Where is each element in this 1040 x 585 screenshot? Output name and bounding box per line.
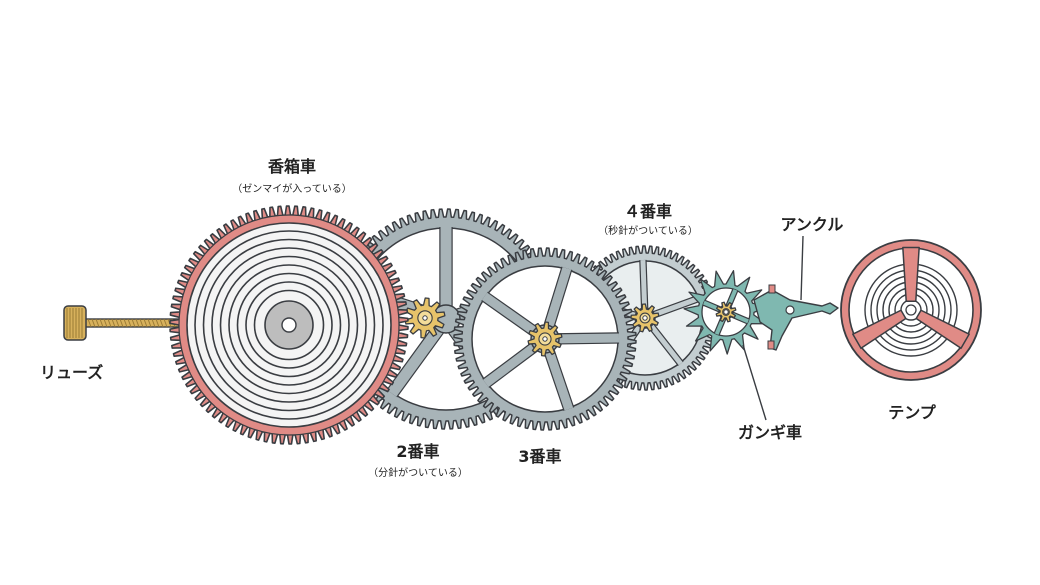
stem-thread	[107, 318, 112, 328]
stem-thread	[123, 318, 128, 328]
label-barrel-note: （ゼンマイが入っている）	[232, 182, 352, 195]
stem-thread	[147, 318, 152, 328]
mainspring-coil	[194, 230, 384, 420]
wheel-4-spoke	[647, 322, 683, 366]
stem-thread	[131, 318, 136, 328]
balance-arm	[902, 246, 920, 302]
wheel-3-pinion-arbor	[542, 336, 548, 342]
balance-wheel	[840, 239, 982, 381]
stem-thread	[119, 318, 124, 328]
wheel-4-pinion	[630, 303, 660, 333]
mainspring-coil	[211, 247, 367, 403]
label-barrel: 香箱車	[267, 157, 316, 176]
stem-thread	[87, 318, 92, 328]
wheel-2-spoke	[387, 325, 444, 397]
label-wheel2: 2番車	[396, 442, 439, 461]
stem-thread	[111, 318, 116, 328]
pallet-fork	[753, 284, 839, 351]
pallet-arbor	[785, 305, 795, 315]
leader-lines	[742, 235, 804, 421]
wheel-3-spoke	[481, 292, 538, 336]
stem-thread	[163, 318, 168, 328]
mainspring-coil	[219, 255, 359, 395]
stem-thread	[155, 318, 160, 328]
leader-pallet	[800, 235, 804, 301]
stem-thread	[95, 318, 100, 328]
mainspring-coil	[253, 289, 325, 361]
wheel-2-pinion-arbor	[422, 315, 428, 321]
wheel-2-pinion	[404, 297, 446, 339]
balance-staff	[905, 304, 917, 316]
label-wheel2-note: （分針がついている）	[368, 466, 468, 479]
mainspring-coil	[228, 264, 350, 386]
balance-arm	[915, 309, 970, 350]
wheel-4-spoke	[651, 295, 701, 318]
mainspring-coil	[236, 272, 342, 378]
wheel-3-spoke	[556, 333, 620, 344]
wheel-3-spoke	[483, 342, 539, 387]
stem-thread	[135, 318, 140, 328]
label-pallet: アンクル	[781, 215, 844, 234]
balance-arm	[852, 309, 907, 350]
pallet-jewel-entry	[768, 284, 776, 294]
wheel-4-pinion-arbor	[642, 315, 648, 321]
crown	[63, 305, 181, 341]
label-wheel4: ４番車	[624, 202, 672, 221]
escape-pinion	[715, 301, 737, 323]
label-balance: テンプ	[888, 403, 937, 422]
stem-thread	[115, 318, 120, 328]
barrel-arbor-hole	[281, 317, 297, 333]
stem-thread	[159, 318, 164, 328]
barrel	[169, 205, 409, 445]
stem-thread	[91, 318, 96, 328]
wheel-3-spoke	[544, 348, 574, 411]
wheel-3-pinion	[527, 321, 563, 357]
stem-thread	[103, 318, 108, 328]
wheel-4-spoke	[640, 259, 648, 311]
leader-escape	[742, 344, 767, 421]
stem-thread	[143, 318, 148, 328]
label-wheel3: 3番車	[518, 447, 561, 466]
stem-thread	[139, 318, 144, 328]
label-wheel4-note: （秒針がついている）	[598, 224, 698, 237]
escape-pinion-arbor	[723, 309, 729, 315]
mainspring-coil	[202, 238, 376, 412]
pallet-jewel-exit	[767, 340, 775, 350]
stem-thread	[99, 318, 104, 328]
wheel-3-spoke	[544, 266, 572, 329]
label-crown: リューズ	[40, 363, 103, 382]
mainspring-coil	[245, 281, 333, 369]
pallet-body	[753, 289, 839, 351]
stem-thread	[127, 318, 132, 328]
stem-thread	[151, 318, 156, 328]
label-escape-wheel: ガンギ車	[738, 423, 802, 442]
